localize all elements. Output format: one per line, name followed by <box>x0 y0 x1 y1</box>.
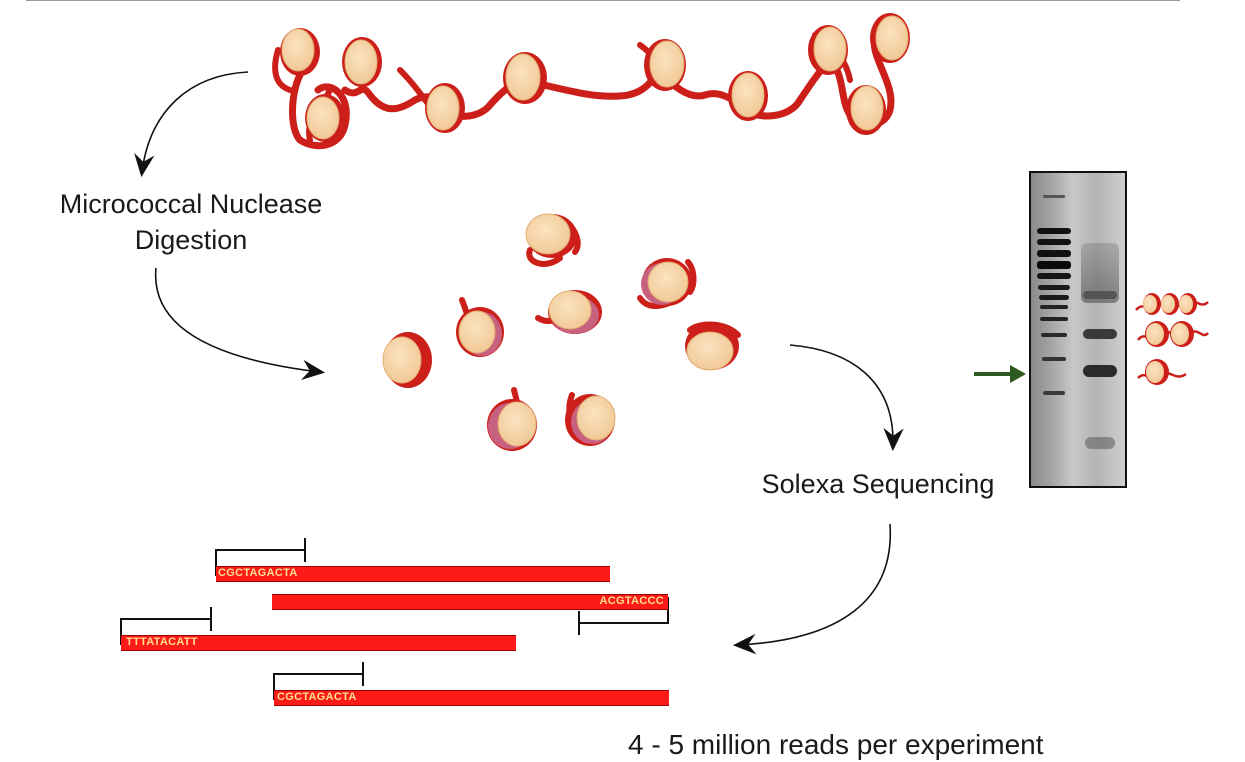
chromatin-fiber-icon <box>272 13 910 150</box>
fiber-nucleosome <box>808 25 848 75</box>
sequencing-read: TTTATACATT <box>121 635 516 651</box>
fiber-nucleosome <box>644 39 686 91</box>
fiber-nucleosome <box>280 28 320 76</box>
dinucleosome-icon <box>1137 321 1209 347</box>
fiber-nucleosome <box>305 94 345 142</box>
sequencing-read: ACGTACCC <box>272 594 668 610</box>
gel-pointer-arrow <box>974 365 1026 383</box>
fiber-nucleosome <box>342 37 382 87</box>
mononucleosome-icon <box>685 321 741 371</box>
mononucleosome-icon <box>382 332 432 388</box>
digestion-step-label: Micrococcal Nuclease Digestion <box>36 186 346 258</box>
sequencing-read: CGCTAGACTA <box>274 690 669 706</box>
mononucleosome-icon <box>487 387 537 451</box>
fiber-nucleosome <box>728 71 768 121</box>
digestion-label-line-2: Digestion <box>134 225 248 255</box>
top-divider <box>26 0 1180 1</box>
fiber-nucleosome <box>425 83 465 133</box>
reads-per-experiment-label: 4 - 5 million reads per experiment <box>628 729 1044 760</box>
mononucleosome-icon <box>565 392 616 446</box>
curved-arrow-icon <box>154 267 326 381</box>
curved-arrow-icon <box>789 344 904 452</box>
read-sequence: ACGTACCC <box>599 595 664 607</box>
mononucleosome-icon <box>525 213 581 267</box>
digestion-label-line-1: Micrococcal Nuclease <box>59 189 323 219</box>
mononucleosome-icon <box>456 297 504 357</box>
gel-ladder-lane <box>1037 173 1071 486</box>
mononucleosome-cluster <box>382 213 741 451</box>
curved-arrow-icon <box>134 71 249 178</box>
read-sequence: CGCTAGACTA <box>218 567 298 579</box>
fiber-nucleosome <box>870 13 910 63</box>
trinucleosome-icon <box>1135 293 1209 315</box>
sequencing-step-label: Solexa Sequencing <box>761 469 995 499</box>
sequencing-read: CGCTAGACTA <box>216 566 610 582</box>
read-sequence: CGCTAGACTA <box>277 691 357 703</box>
fiber-nucleosome <box>503 52 547 104</box>
read-brackets <box>120 538 669 700</box>
mononucleosome-icon <box>637 258 697 309</box>
mononucleosome-small-icon <box>1137 359 1187 385</box>
gel-image <box>1029 171 1127 488</box>
read-sequence: TTTATACATT <box>126 636 198 648</box>
fiber-nucleosome <box>846 85 886 135</box>
gel-sample-lane <box>1081 173 1121 486</box>
mononucleosome-icon <box>535 290 602 334</box>
curved-arrow-icon <box>732 523 892 655</box>
